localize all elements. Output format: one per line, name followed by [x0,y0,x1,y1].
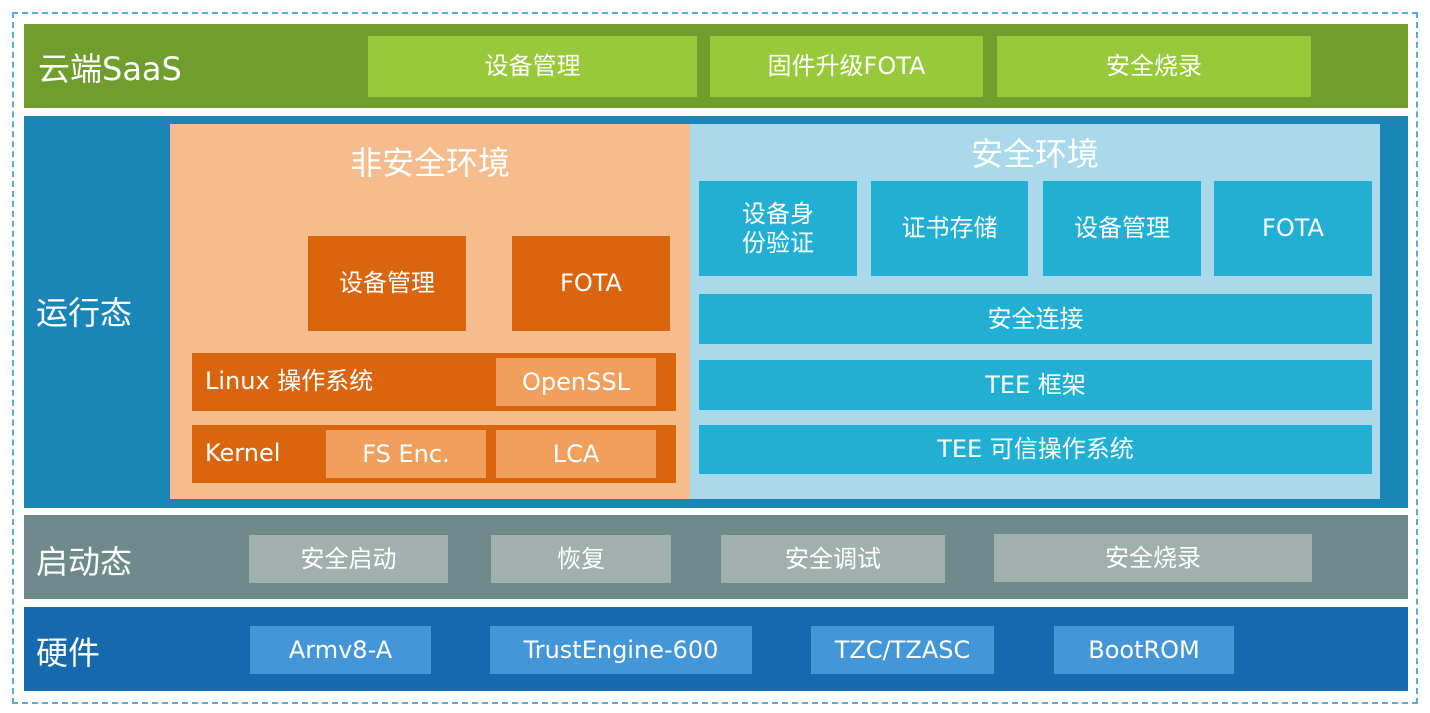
ns-kernel-label: Kernel [205,439,281,467]
ns-device-management: 设备管理 [308,236,466,331]
boot-secure-debug: 安全调试 [721,535,945,583]
sec-secure-connection: 安全连接 [699,294,1372,344]
ns-lca: LCA [496,430,656,478]
boot-secure-boot: 安全启动 [249,535,448,583]
hw-trustengine: TrustEngine-600 [490,626,752,674]
boot-secure-flashing: 安全烧录 [994,534,1312,582]
hardware-layer-title: 硬件 [36,634,101,672]
ns-fs-enc: FS Enc. [326,430,486,478]
sec-device-authentication: 设备身 份验证 [699,181,857,276]
hw-armv8a: Armv8-A [250,626,431,674]
sec-tee-trusted-os: TEE 可信操作系统 [699,425,1372,474]
boot-layer-title: 启动态 [36,543,133,581]
ns-fota: FOTA [512,236,670,331]
cloud-layer-title: 云端SaaS [38,50,182,88]
sec-device-management: 设备管理 [1043,181,1201,276]
sec-certificate-storage: 证书存储 [871,181,1028,276]
hw-bootrom: BootROM [1054,626,1234,674]
ns-openssl: OpenSSL [496,358,656,406]
cloud-secure-flashing: 安全烧录 [997,36,1311,97]
cloud-firmware-fota: 固件升级FOTA [710,36,983,97]
hw-tzc-tzasc: TZC/TZASC [811,626,994,674]
cloud-device-management: 设备管理 [368,36,697,97]
non-secure-title: 非安全环境 [349,144,510,182]
ns-linux-os-label: Linux 操作系统 [205,367,374,395]
secure-title: 安全环境 [970,135,1099,173]
sec-tee-framework: TEE 框架 [699,360,1372,410]
sec-fota: FOTA [1214,181,1372,276]
diagram-frame [12,12,1418,704]
boot-recovery: 恢复 [491,535,671,583]
runtime-layer-title: 运行态 [36,294,133,332]
